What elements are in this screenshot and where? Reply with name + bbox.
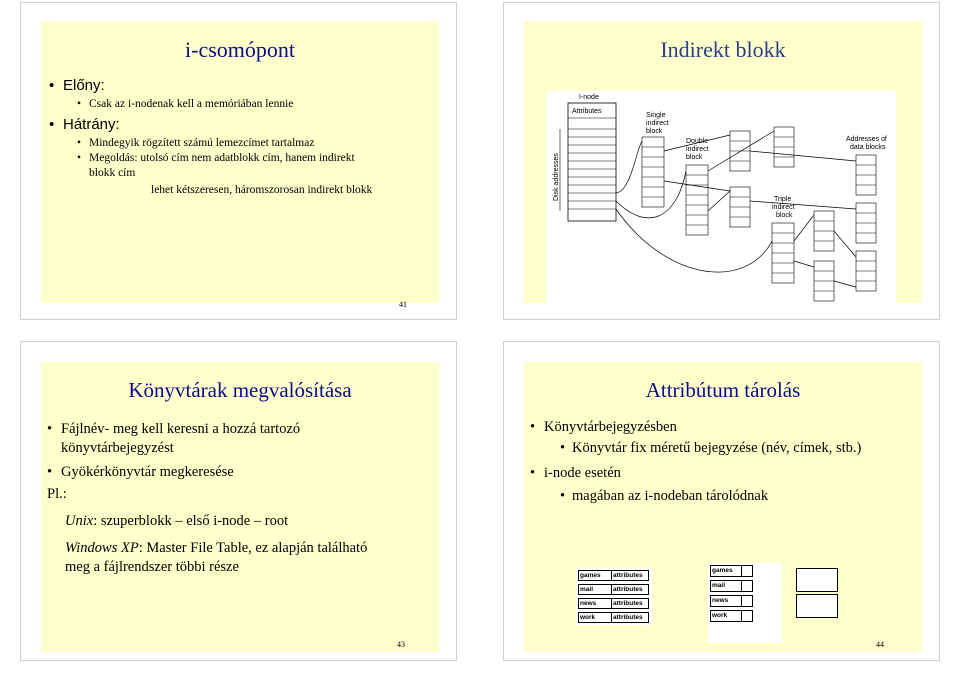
- page-number-44: 44: [876, 640, 884, 649]
- slide-42-frame: Indirekt blokk I-node Attributes Disk ad…: [503, 2, 940, 320]
- table-cell: attributes: [612, 598, 649, 609]
- windows-label: Windows XP: [65, 540, 139, 556]
- slide-41: i-csomópont Előny: Csak az i-nodenak kel…: [41, 21, 439, 309]
- unix-line: Unix: szuperblokk – első i-node – root: [65, 513, 289, 529]
- bullet-hatrany: Hátrány:: [49, 116, 429, 133]
- sub-sub-text: lehet kétszeresen, háromszorosan indirek…: [151, 184, 373, 196]
- double-indirect-label: block: [686, 154, 703, 161]
- table-cell: work: [710, 610, 742, 622]
- inode-label: I-node: [579, 94, 599, 101]
- table-cell: games: [710, 565, 742, 577]
- slide-41-frame: i-csomópont Előny: Csak az i-nodenak kel…: [20, 2, 457, 320]
- single-indirect-label: block: [646, 128, 663, 135]
- table-cell: work: [578, 612, 612, 623]
- bullet-gyokerkonyvtar: Gyökérkönyvtár megkeresése: [47, 463, 377, 482]
- addresses-of-data-label: Addresses of: [846, 136, 887, 143]
- slide-44: Attribútum tárolás Könyvtárbejegyzésben …: [524, 362, 922, 652]
- page-number-43: 43: [397, 640, 405, 649]
- table-cell: mail: [578, 584, 612, 595]
- slide-43: Könyvtárak megvalósítása Fájlnév- meg ke…: [41, 362, 439, 652]
- triple-indirect-label: block: [776, 212, 793, 219]
- slide-43-body: Fájlnév- meg kell keresni a hozzá tartoz…: [47, 420, 377, 577]
- double-indirect-label: Double: [686, 138, 708, 145]
- sub-bullet: magában az i-nodeban tárolódnak: [560, 487, 915, 506]
- sub-bullet: Mindegyik rögzített számú lemezcímet tar…: [77, 137, 429, 149]
- example-label: Pl.:: [47, 486, 67, 502]
- single-indirect-label: indirect: [646, 120, 669, 127]
- table-cell: games: [578, 570, 612, 581]
- slide-44-body: Könyvtárbejegyzésben Könyvtár fix méretű…: [530, 418, 915, 506]
- double-indirect-label: indirect: [686, 146, 709, 153]
- table-cell: news: [710, 595, 742, 607]
- slide-42: Indirekt blokk I-node Attributes Disk ad…: [524, 21, 922, 311]
- slide-41-title: i-csomópont: [185, 37, 295, 62]
- table-cell: news: [578, 598, 612, 609]
- sub-bullet: Csak az i-nodenak kell a memóriában lenn…: [77, 98, 429, 110]
- disk-addresses-label: Disk addresses: [553, 153, 560, 201]
- table-cell: attributes: [612, 584, 649, 595]
- bullet-fajlnev: Fájlnév- meg kell keresni a hozzá tartoz…: [47, 420, 377, 458]
- attribute-block: [796, 594, 838, 618]
- bullet-konyvtarbejegyzes: Könyvtárbejegyzésben: [530, 418, 915, 437]
- table-cell: mail: [710, 580, 742, 592]
- indirect-block-diagram: I-node Attributes Disk addresses Single: [546, 91, 896, 311]
- table-cell: attributes: [612, 570, 649, 581]
- addresses-of-data-label: data blocks: [850, 144, 886, 151]
- slide-44-title: Attribútum tárolás: [645, 378, 801, 402]
- slide-42-title: Indirekt blokk: [660, 37, 786, 62]
- slide-43-title: Könyvtárak megvalósítása: [128, 378, 352, 402]
- attribute-block: [796, 568, 838, 592]
- single-indirect-label: Single: [646, 112, 666, 119]
- slide-44-frame: Attribútum tárolás Könyvtárbejegyzésben …: [503, 341, 940, 661]
- page-number-41: 41: [399, 300, 407, 309]
- slide-43-frame: Könyvtárak megvalósítása Fájlnév- meg ke…: [20, 341, 457, 661]
- inode-box: [567, 102, 617, 222]
- directory-table-right: games mail news work: [708, 563, 782, 643]
- attributes-label: Attributes: [572, 108, 602, 115]
- bullet-elony: Előny:: [49, 77, 429, 94]
- bullet-inode: i-node esetén: [530, 464, 915, 483]
- sub-bullet: Könyvtár fix méretű bejegyzése (név, cím…: [560, 439, 912, 458]
- table-cell: attributes: [612, 612, 649, 623]
- unix-label: Unix: [65, 513, 94, 529]
- slide-41-body: Előny: Csak az i-nodenak kell a memóriáb…: [49, 77, 429, 196]
- windows-line: Windows XP: Master File Table, ez alapjá…: [65, 540, 368, 575]
- triple-indirect-label: Triple: [774, 196, 791, 203]
- triple-indirect-label: indirect: [772, 204, 795, 211]
- sub-bullet: Megoldás: utolsó cím nem adatblokk cím, …: [77, 151, 359, 181]
